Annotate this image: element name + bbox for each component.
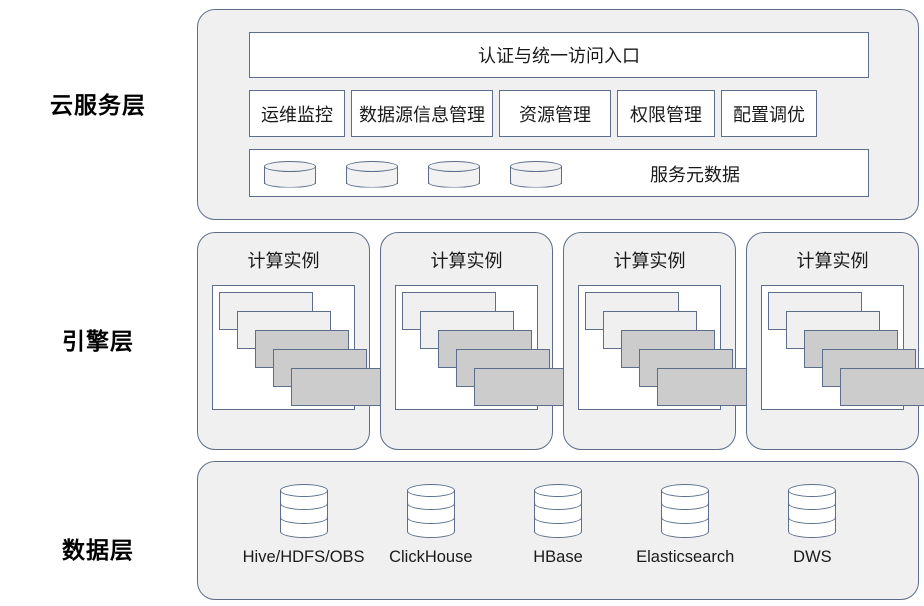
data-store-label: HBase [533, 548, 583, 566]
compute-instance-stack [761, 285, 924, 410]
data-store-hive-hdfs-obs[interactable]: Hive/HDFS/OBS [240, 484, 367, 567]
data-store-label: ClickHouse [389, 548, 473, 566]
compute-instance-title: 计算实例 [796, 251, 869, 271]
stack-card [474, 368, 568, 406]
compute-instance-stack [212, 285, 385, 410]
database-disk-icon [510, 160, 562, 188]
layer-label-engine: 引擎层 [62, 329, 134, 355]
stack-card [657, 368, 751, 406]
service-button-resource-management[interactable]: 资源管理 [499, 90, 611, 137]
service-buttons-row: 运维监控 数据源信息管理 资源管理 权限管理 配置调优 [249, 90, 869, 137]
database-disk-icon [346, 160, 398, 188]
service-metadata-label: 服务元数据 [650, 165, 740, 185]
compute-instance-panel-1[interactable]: 计算实例 [197, 232, 385, 450]
database-cylinder-icon [534, 484, 582, 538]
service-button-datasource-info-management[interactable]: 数据源信息管理 [351, 90, 493, 137]
data-store-hbase[interactable]: HBase [494, 484, 621, 567]
database-disk-icon [264, 160, 316, 188]
database-cylinder-icon [279, 484, 328, 538]
service-button-permission-management[interactable]: 权限管理 [617, 90, 715, 137]
data-store-label: Elasticsearch [636, 548, 735, 566]
compute-instance-panel-2[interactable]: 计算实例 [380, 232, 568, 450]
engine-layer-row: 计算实例 计算实例 计算实例 计算实例 [197, 232, 924, 450]
metadata-cylinder-group [264, 150, 562, 198]
compute-instance-stack [578, 285, 751, 410]
database-cylinder-icon [788, 484, 837, 538]
compute-instance-panel-3[interactable]: 计算实例 [563, 232, 751, 450]
data-layer-panel: Hive/HDFS/OBS ClickHouse HBase Elasticse… [197, 461, 919, 600]
layer-label-data: 数据层 [62, 538, 134, 564]
data-store-label: Hive/HDFS/OBS [242, 548, 365, 566]
data-store-clickhouse[interactable]: ClickHouse [367, 484, 494, 567]
compute-instance-title: 计算实例 [247, 251, 320, 271]
cloud-service-layer-panel: 认证与统一访问入口 运维监控 数据源信息管理 资源管理 权限管理 配置调优 服务… [197, 9, 919, 220]
service-button-config-tuning[interactable]: 配置调优 [721, 90, 817, 137]
database-cylinder-icon [661, 484, 710, 538]
stack-card [840, 368, 924, 406]
compute-instance-title: 计算实例 [613, 251, 686, 271]
stack-card [291, 368, 385, 406]
compute-instance-stack [395, 285, 568, 410]
data-store-dws[interactable]: DWS [749, 484, 876, 567]
auth-unified-access-bar[interactable]: 认证与统一访问入口 [249, 32, 869, 78]
database-disk-icon [428, 160, 480, 188]
compute-instance-title: 计算实例 [430, 251, 503, 271]
data-store-row: Hive/HDFS/OBS ClickHouse HBase Elasticse… [240, 484, 876, 580]
data-store-label: DWS [793, 548, 832, 566]
service-metadata-bar: 服务元数据 [249, 149, 869, 197]
layer-label-cloud-service: 云服务层 [50, 93, 146, 119]
compute-instance-panel-4[interactable]: 计算实例 [746, 232, 924, 450]
database-cylinder-icon [406, 484, 455, 538]
data-store-elasticsearch[interactable]: Elasticsearch [622, 484, 749, 567]
service-button-ops-monitoring[interactable]: 运维监控 [249, 90, 345, 137]
